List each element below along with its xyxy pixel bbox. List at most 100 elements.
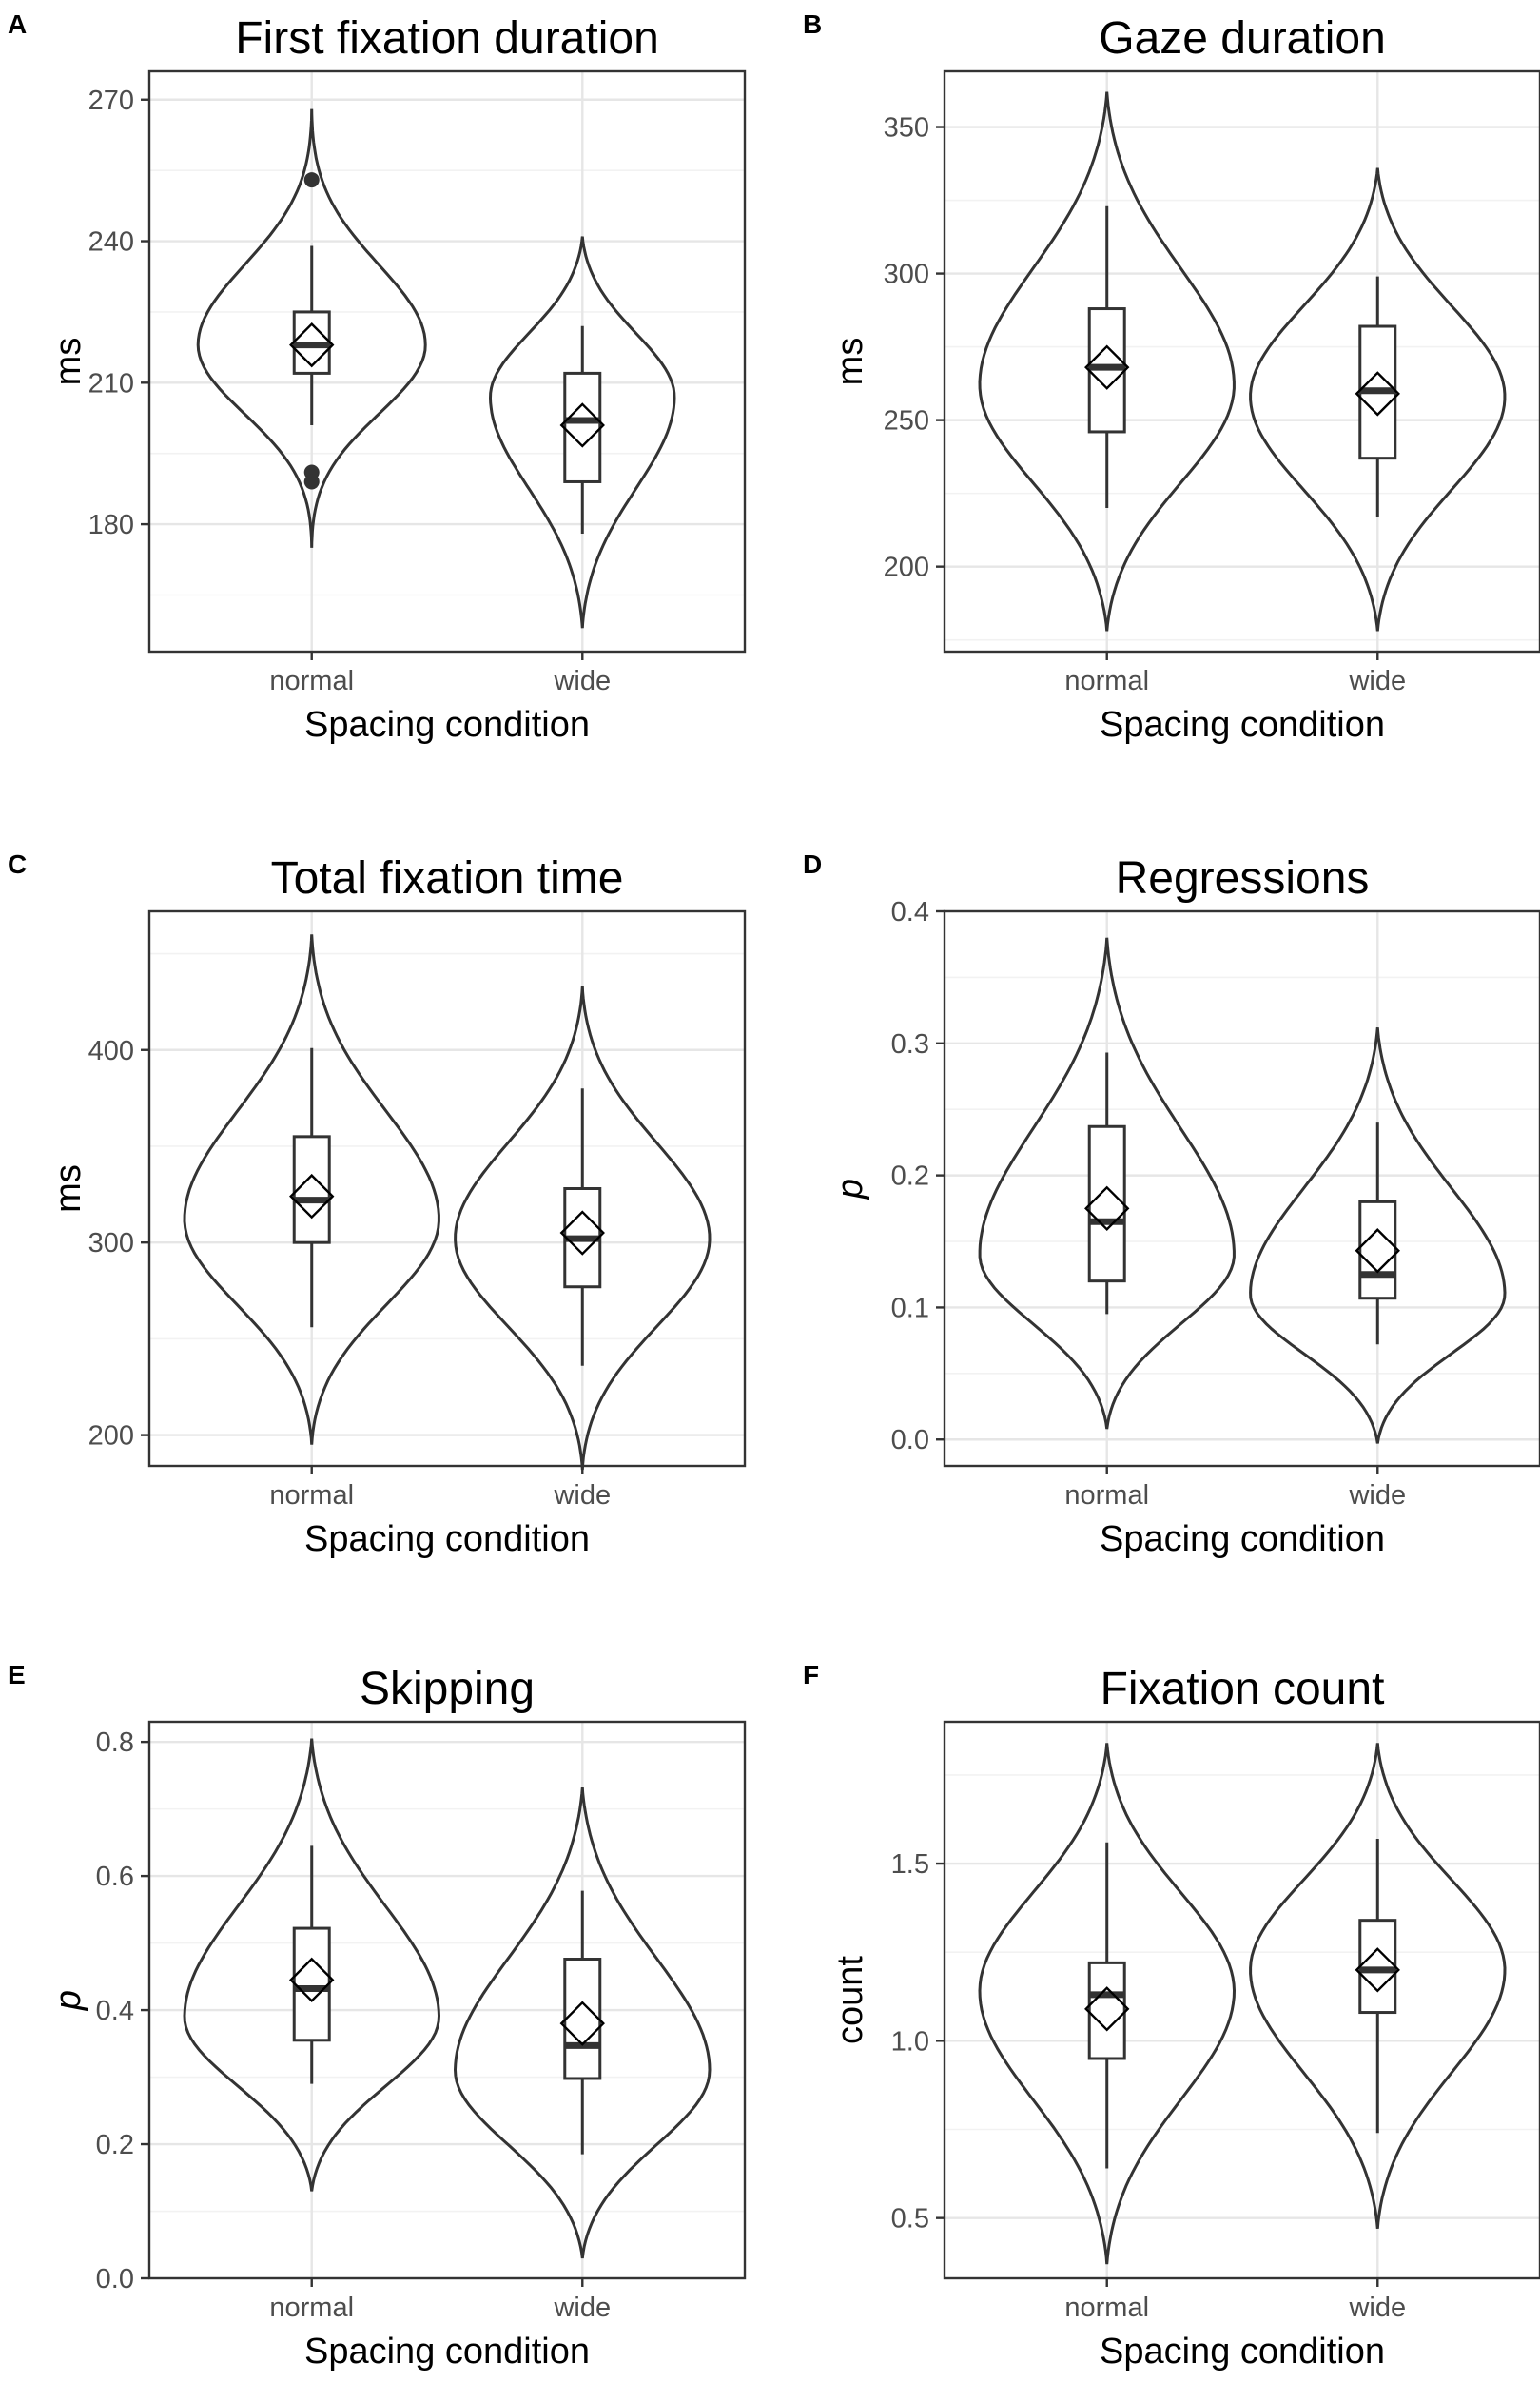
y-tick-label: 0.0 — [891, 1425, 929, 1455]
violin-outline — [183, 934, 440, 1445]
violin-group-wide — [1249, 167, 1507, 632]
violin-outline — [978, 937, 1236, 1430]
violin-group-normal — [183, 934, 440, 1445]
panel-letter: A — [8, 10, 27, 39]
violin-outline — [1249, 1027, 1507, 1444]
y-tick-label: 240 — [88, 227, 134, 258]
violin-outline — [183, 1738, 441, 2192]
mean-diamond — [1355, 1947, 1400, 1993]
y-axis-label: ms — [830, 338, 870, 386]
y-tick-label: 400 — [88, 1036, 134, 1066]
x-tick-label: normal — [1064, 2293, 1149, 2323]
panel-title: Fixation count — [1101, 1664, 1385, 1714]
x-axis-label: Spacing condition — [304, 1519, 590, 1559]
violin-group-normal — [978, 1743, 1237, 2265]
panel-title: Skipping — [360, 1664, 535, 1714]
violin-group-normal — [183, 1738, 441, 2192]
violin-outline — [196, 108, 427, 548]
y-axis-label: p — [49, 1990, 88, 2011]
x-axis-label: Spacing condition — [304, 705, 590, 745]
plot-background — [945, 71, 1540, 652]
y-axis-label: ms — [49, 1164, 88, 1213]
violin-group-normal — [196, 108, 427, 548]
y-tick-label: 0.8 — [96, 1728, 134, 1758]
y-tick-label: 200 — [884, 553, 929, 583]
violin-group-normal — [978, 91, 1236, 632]
y-tick-label: 0.1 — [891, 1293, 929, 1323]
x-tick-label: wide — [553, 2293, 611, 2323]
violin-outline — [488, 236, 676, 629]
y-tick-label: 1.0 — [891, 2026, 929, 2057]
panel-letter: F — [803, 1660, 819, 1689]
y-tick-label: 1.5 — [891, 1849, 929, 1880]
mean-diamond — [289, 1957, 335, 2003]
x-axis-label: Spacing condition — [1100, 705, 1385, 745]
x-tick-label: wide — [1348, 1480, 1406, 1511]
interquartile-box — [1358, 1200, 1397, 1300]
violin-outline — [978, 91, 1236, 632]
panel-letter: B — [803, 10, 822, 39]
plot-background — [149, 71, 745, 652]
plot-background — [149, 1722, 745, 2278]
mean-diamond — [1084, 344, 1130, 390]
interquartile-box — [1087, 1124, 1126, 1283]
panel-border — [147, 909, 747, 1468]
violin-group-wide — [453, 1786, 712, 2259]
y-tick-label: 300 — [88, 1228, 134, 1259]
violin-outline — [1249, 167, 1507, 632]
x-tick-label: normal — [269, 666, 354, 696]
x-tick-label: normal — [1064, 666, 1149, 696]
violin-group-wide — [454, 986, 712, 1471]
violin-outline — [454, 986, 712, 1471]
plot-background — [149, 911, 745, 1466]
panel-title: Total fixation time — [271, 853, 624, 904]
plot-background — [945, 1722, 1540, 2278]
mean-diamond — [289, 1173, 335, 1220]
mean-diamond — [559, 402, 605, 448]
panel-border — [147, 1720, 747, 2280]
x-tick-label: normal — [269, 1480, 354, 1511]
panel-title: Regressions — [1116, 853, 1370, 904]
interquartile-box — [1087, 1961, 1126, 2060]
y-tick-label: 0.0 — [96, 2264, 134, 2294]
mean-diamond — [289, 322, 335, 368]
panel-border — [943, 1720, 1540, 2280]
y-axis-label: count — [830, 1956, 870, 2044]
interquartile-box — [1358, 1919, 1397, 2015]
y-tick-label: 200 — [88, 1421, 134, 1452]
violin-group-wide — [1249, 1743, 1507, 2229]
y-axis-label: ms — [49, 338, 88, 386]
y-tick-label: 300 — [884, 260, 929, 290]
panel-letter: C — [8, 849, 27, 879]
y-tick-label: 0.5 — [891, 2204, 929, 2235]
x-tick-label: wide — [553, 666, 611, 696]
mean-diamond — [1355, 371, 1400, 417]
violin-group-wide — [488, 236, 676, 629]
interquartile-box — [292, 1135, 331, 1244]
y-tick-label: 250 — [884, 406, 929, 437]
x-axis-label: Spacing condition — [1100, 1519, 1385, 1559]
x-tick-label: normal — [269, 2293, 354, 2323]
mean-diamond — [559, 1210, 605, 1256]
mean-diamond — [1084, 1185, 1130, 1232]
mean-diamond — [559, 2001, 605, 2046]
mean-diamond — [1355, 1228, 1400, 1274]
x-tick-label: normal — [1064, 1480, 1149, 1511]
violin-outline — [453, 1786, 712, 2259]
outlier-point — [303, 474, 320, 490]
x-tick-label: wide — [1348, 2293, 1406, 2323]
interquartile-box — [563, 1958, 602, 2080]
y-tick-label: 180 — [88, 510, 134, 540]
panel-border — [943, 69, 1540, 654]
panel-title: First fixation duration — [235, 13, 659, 64]
y-tick-label: 270 — [88, 86, 134, 116]
y-axis-label: p — [830, 1179, 870, 1200]
violin-group-wide — [1249, 1027, 1507, 1444]
